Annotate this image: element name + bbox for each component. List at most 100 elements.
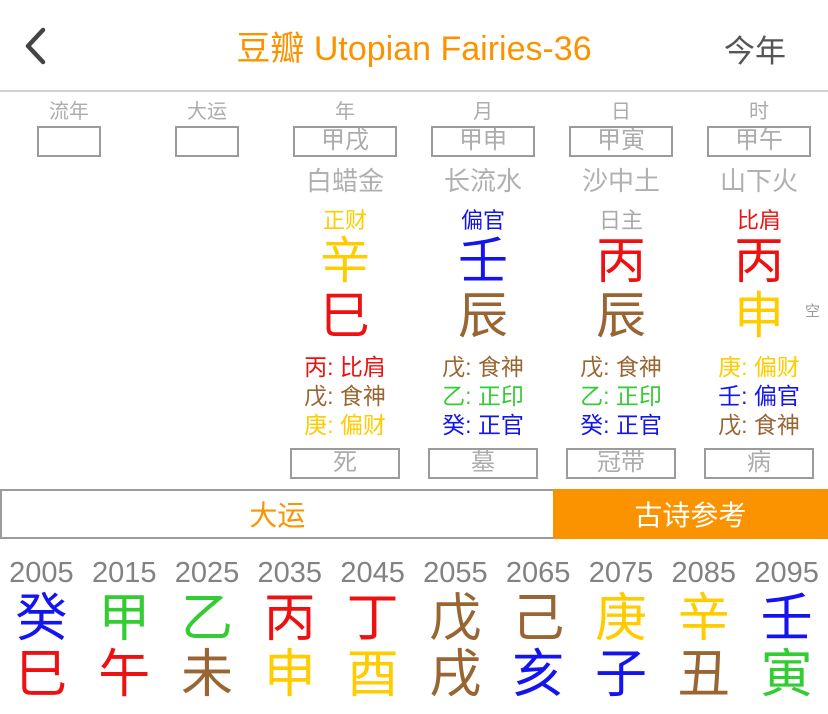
day-pillar-box[interactable]: 甲寅 xyxy=(569,126,673,157)
ten-god-label: 日主 xyxy=(598,208,643,233)
decade-year: 2055 xyxy=(423,557,488,589)
heavenly-stem: 辛 xyxy=(320,233,370,289)
decade-column-2015[interactable]: 2015 甲 午 xyxy=(83,557,166,703)
current-year-button[interactable]: 今年 xyxy=(724,34,786,69)
decade-year: 2065 xyxy=(505,557,571,589)
decade-stem: 乙 xyxy=(180,590,233,648)
decade-branch: 巳 xyxy=(15,646,68,704)
decade-year: 2095 xyxy=(754,557,819,589)
decade-year: 2045 xyxy=(340,557,405,589)
life-stage-box: 病 xyxy=(704,448,814,479)
decade-year: 2005 xyxy=(9,557,74,589)
decade-column-2055[interactable]: 2055 戊 戌 xyxy=(414,557,497,703)
earthly-branch: 辰 xyxy=(458,288,508,344)
decade-luck-table: 2005 癸 巳 2015 甲 午 2025 乙 未 2035 丙 申 2045… xyxy=(0,539,828,703)
hidden-stem-row: 戊: 食神 xyxy=(442,354,524,380)
chevron-left-icon xyxy=(22,27,48,70)
liunian-select-box[interactable] xyxy=(37,126,101,157)
decade-year: 2025 xyxy=(174,557,240,589)
decade-column-2045[interactable]: 2045 丁 酉 xyxy=(331,557,414,703)
decade-stem: 癸 xyxy=(15,590,68,648)
earthly-branch: 辰 xyxy=(596,288,646,344)
nayin-text: 山下火 xyxy=(719,166,798,196)
hidden-stem-row: 癸: 正官 xyxy=(580,412,662,438)
heavenly-stem: 丙 xyxy=(596,233,646,289)
decade-stem: 甲 xyxy=(98,590,151,648)
earthly-branch: 申 空 xyxy=(690,288,828,344)
decade-stem: 丁 xyxy=(346,590,399,648)
decade-column-2025[interactable]: 2025 乙 未 xyxy=(166,557,249,703)
nav-bar: 豆瓣 Utopian Fairies-36 今年 xyxy=(0,0,828,92)
hidden-stems: 戊: 食神 乙: 正印 癸: 正官 xyxy=(552,353,690,440)
decade-column-2065[interactable]: 2065 己 亥 xyxy=(497,557,580,703)
pillar-column-day: 日 甲寅 沙中土 日主 丙 辰 戊: 食神 乙: 正印 癸: 正官 冠带 xyxy=(552,92,690,489)
nayin-text: 白蜡金 xyxy=(305,166,384,196)
decade-stem: 丙 xyxy=(263,590,316,648)
decade-stem: 己 xyxy=(512,590,565,648)
decade-branch: 寅 xyxy=(760,646,813,704)
decade-column-2085[interactable]: 2085 辛 丑 xyxy=(662,557,745,703)
decade-branch: 未 xyxy=(180,646,233,704)
nayin-text: 长流水 xyxy=(443,166,522,196)
bottom-tab-bar: 大运 古诗参考 xyxy=(0,489,828,539)
column-label: 日 xyxy=(611,101,631,123)
month-pillar-box[interactable]: 甲申 xyxy=(431,126,535,157)
decade-year: 2075 xyxy=(588,557,654,589)
decade-branch: 申 xyxy=(263,646,316,704)
hidden-stem-row: 乙: 正印 xyxy=(580,383,662,409)
heavenly-stem: 丙 xyxy=(734,233,784,289)
life-stage-box: 墓 xyxy=(428,448,538,479)
decade-branch: 亥 xyxy=(512,646,565,704)
tab-dayun[interactable]: 大运 xyxy=(2,491,553,537)
year-pillar-box[interactable]: 甲戌 xyxy=(293,126,397,157)
hidden-stems: 庚: 偏财 壬: 偏官 戊: 食神 xyxy=(690,353,828,440)
ten-god-label: 偏官 xyxy=(460,208,505,233)
earthly-branch: 巳 xyxy=(320,288,370,344)
hidden-stems: 丙: 比肩 戊: 食神 庚: 偏财 xyxy=(276,353,414,440)
nayin-text: 沙中土 xyxy=(581,166,660,196)
ten-god-label: 比肩 xyxy=(736,208,781,233)
hidden-stem-row: 丙: 比肩 xyxy=(304,354,386,380)
decade-branch: 子 xyxy=(594,646,647,704)
decade-stem: 壬 xyxy=(760,590,813,648)
dayun-select-box[interactable] xyxy=(175,126,239,157)
earthly-branch-char: 申 xyxy=(734,288,784,344)
column-label: 时 xyxy=(749,101,769,123)
heavenly-stem: 壬 xyxy=(458,233,508,289)
pillar-column-dayun: 大运 xyxy=(138,92,276,489)
hidden-stem-row: 戊: 食神 xyxy=(304,383,386,409)
decade-column-2095[interactable]: 2095 壬 寅 xyxy=(745,557,828,703)
decade-branch: 午 xyxy=(98,646,151,704)
life-stage-box: 死 xyxy=(290,448,400,479)
decade-column-2035[interactable]: 2035 丙 申 xyxy=(248,557,331,703)
pillar-column-hour: 时 甲午 山下火 比肩 丙 申 空 庚: 偏财 壬: 偏官 戊: 食神 病 xyxy=(690,92,828,489)
column-label: 流年 xyxy=(49,101,89,123)
decade-column-2005[interactable]: 2005 癸 巳 xyxy=(0,557,83,703)
decade-year: 2035 xyxy=(257,557,323,589)
pillar-column-year: 年 甲戌 白蜡金 正财 辛 巳 丙: 比肩 戊: 食神 庚: 偏财 死 xyxy=(276,92,414,489)
ten-god-label: 正财 xyxy=(322,208,367,233)
pillar-column-liunian: 流年 xyxy=(0,92,138,489)
hidden-stems: 戊: 食神 乙: 正印 癸: 正官 xyxy=(414,353,552,440)
hidden-stem-row: 乙: 正印 xyxy=(442,383,524,409)
hidden-stem-row: 戊: 食神 xyxy=(580,354,662,380)
decade-year: 2015 xyxy=(91,557,157,589)
void-marker: 空 xyxy=(804,303,820,320)
pillar-column-month: 月 甲申 长流水 偏官 壬 辰 戊: 食神 乙: 正印 癸: 正官 墓 xyxy=(414,92,552,489)
hidden-stem-row: 壬: 偏官 xyxy=(718,383,800,409)
decade-year: 2085 xyxy=(671,557,737,589)
hidden-stem-row: 戊: 食神 xyxy=(718,412,800,438)
decade-branch: 酉 xyxy=(346,646,399,704)
back-button[interactable] xyxy=(22,26,52,66)
decade-stem: 辛 xyxy=(677,590,730,648)
tab-gushi-cankao[interactable]: 古诗参考 xyxy=(552,489,828,539)
hour-pillar-box[interactable]: 甲午 xyxy=(707,126,811,157)
page-title: 豆瓣 Utopian Fairies-36 xyxy=(236,29,592,68)
column-label: 月 xyxy=(473,101,493,123)
decade-stem: 戊 xyxy=(429,590,482,648)
column-label: 大运 xyxy=(187,101,227,123)
hidden-stem-row: 庚: 偏财 xyxy=(304,412,386,438)
decade-branch: 戌 xyxy=(429,646,482,704)
decade-column-2075[interactable]: 2075 庚 子 xyxy=(580,557,663,703)
